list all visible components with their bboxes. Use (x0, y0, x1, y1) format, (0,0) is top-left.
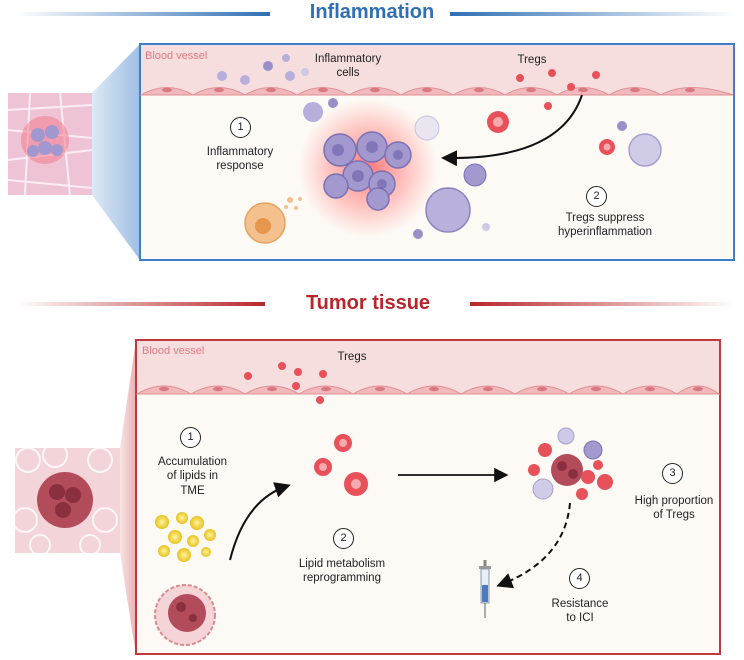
inflammation-vessel-label: Blood vessel (145, 50, 208, 62)
tumor-header-line-right (470, 302, 736, 306)
header-line-right (450, 12, 735, 16)
zoom-beam-tumor (120, 340, 136, 655)
tumor-step-marker-2: 2 (333, 528, 354, 549)
blood-vessel-band (141, 45, 733, 95)
step-marker-2: 2 (586, 186, 607, 207)
tumor-vessel-tregs (244, 362, 327, 404)
tumor-step-marker-1: 1 (180, 427, 201, 448)
vessel-inflammatory-cells (217, 54, 309, 85)
endothelial-nuclei (162, 87, 695, 93)
inflammatory-cells-label: Inflammatory cells (314, 53, 382, 80)
tumor-blood-vessel-band (137, 341, 719, 394)
tumor-header-line-left (15, 302, 265, 306)
treg-cluster-middle (314, 434, 368, 496)
tregs-label-bottom: Tregs (337, 351, 367, 363)
resistance-arrow (496, 502, 571, 589)
lipid-arrow (229, 482, 291, 561)
suppression-arrow (441, 94, 583, 167)
inflammation-title: Inflammation (309, 1, 435, 23)
endothelial-cells (139, 87, 734, 96)
vessel-tregs (516, 69, 600, 110)
lipid-accumulation-label: Accumulation of lipids in TME (157, 456, 228, 497)
tissue-thumbnail-inflammation (7, 92, 93, 196)
tissue-thumbnail-tumor (12, 442, 120, 556)
zoom-beam-inflammation (92, 44, 140, 260)
tumor-step-marker-3: 3 (662, 463, 683, 484)
tumor-vessel-label: Blood vessel (142, 345, 205, 357)
inflammatory-response-label: Inflammatory response (206, 146, 274, 173)
tumor-step-marker-4: 4 (569, 568, 590, 589)
step-marker-1: 1 (230, 117, 251, 138)
resistance-label: Resistance to ICI (551, 598, 609, 625)
macrophage (425, 187, 471, 233)
tissue-tregs (487, 111, 615, 155)
header-line-left (15, 12, 270, 16)
inflammatory-cell-small (303, 102, 323, 122)
tumor-title: Tumor tissue (305, 292, 431, 314)
tregs-label-top: Tregs (517, 54, 547, 66)
lipid-droplets (155, 512, 216, 562)
tumor-treg-cluster (528, 427, 613, 500)
high-proportion-label: High proportion of Tregs (634, 495, 714, 522)
lipid-metabolism-label: Lipid metabolism reprogramming (298, 558, 386, 585)
syringe-icon (479, 560, 491, 618)
tregs-suppress-label: Tregs suppress hyperinflammation (558, 212, 652, 239)
